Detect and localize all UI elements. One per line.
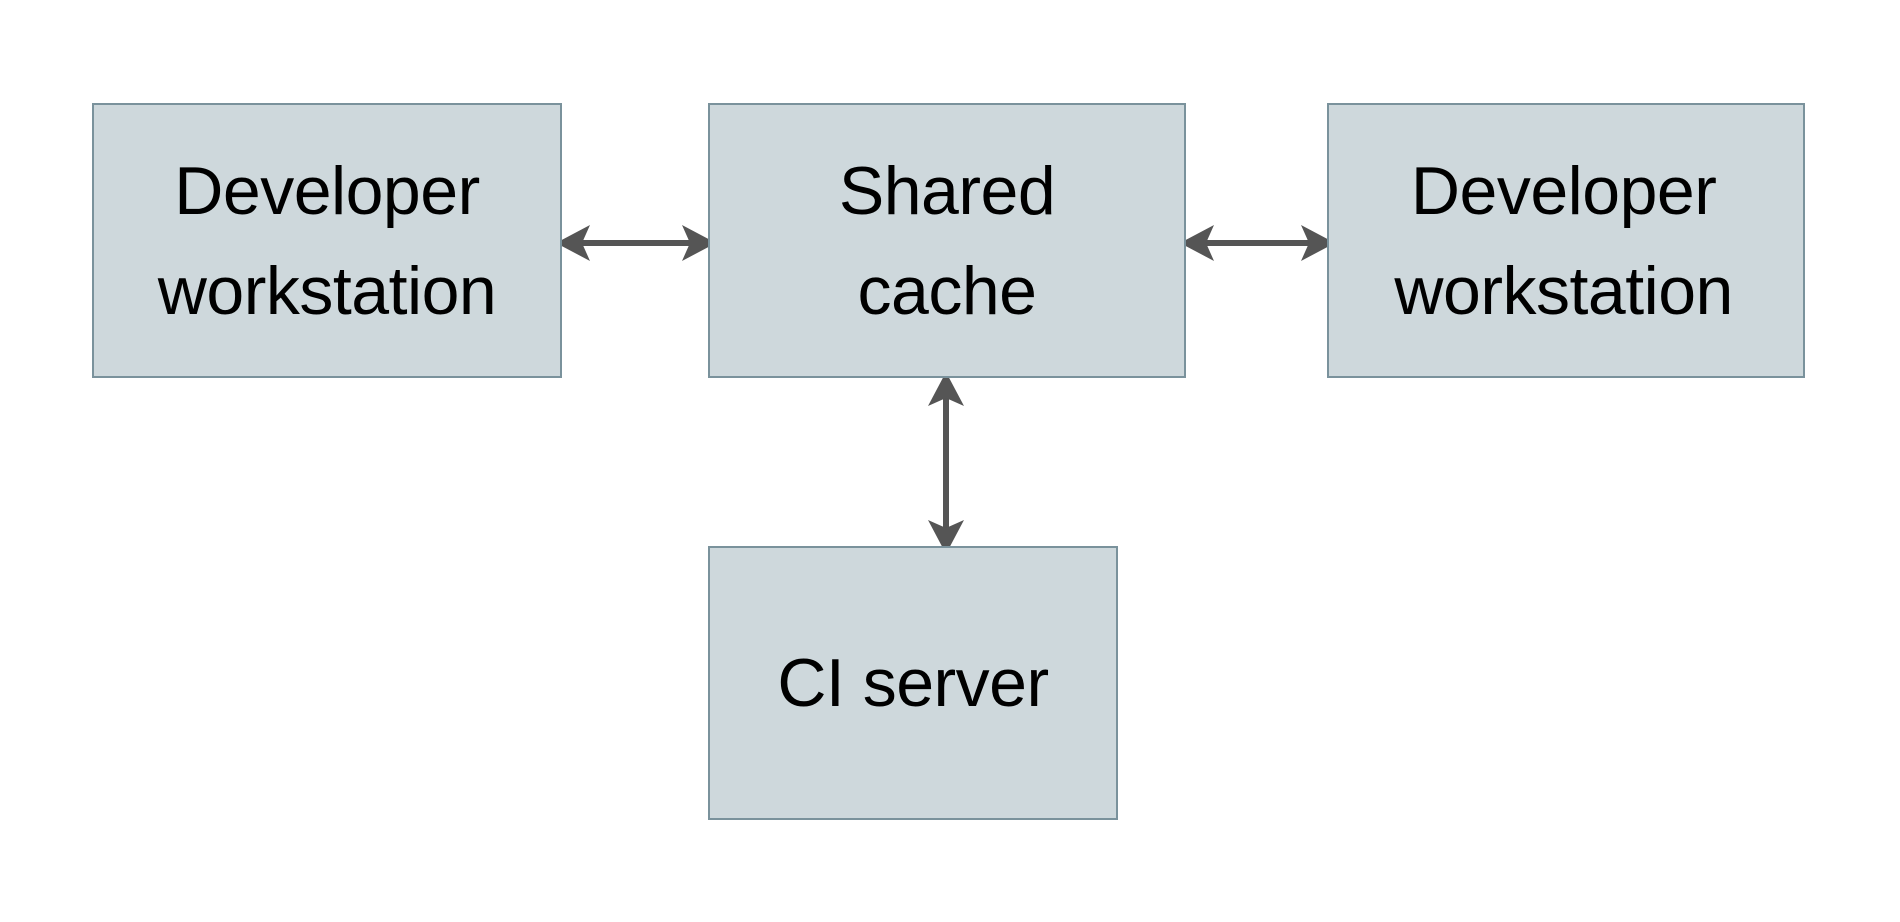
node-label-ci-server: CI server [777, 645, 1049, 721]
node-shared-cache[interactable]: Shared cache [708, 103, 1186, 378]
node-label-developer-workstation-right: Developer workstation [1394, 152, 1733, 329]
connector-shared-cache-to-right-workstation [1180, 225, 1335, 261]
connector-shared-cache-to-ci-server [928, 372, 964, 554]
node-label-developer-workstation-left: Developer workstation [157, 152, 497, 329]
node-label-shared-cache: Shared cache [838, 152, 1056, 329]
node-ci-server[interactable]: CI server [708, 546, 1118, 820]
node-developer-workstation-left[interactable]: Developer workstation [92, 103, 562, 378]
connector-left-workstation-to-shared-cache [556, 225, 716, 261]
node-developer-workstation-right[interactable]: Developer workstation [1327, 103, 1805, 378]
